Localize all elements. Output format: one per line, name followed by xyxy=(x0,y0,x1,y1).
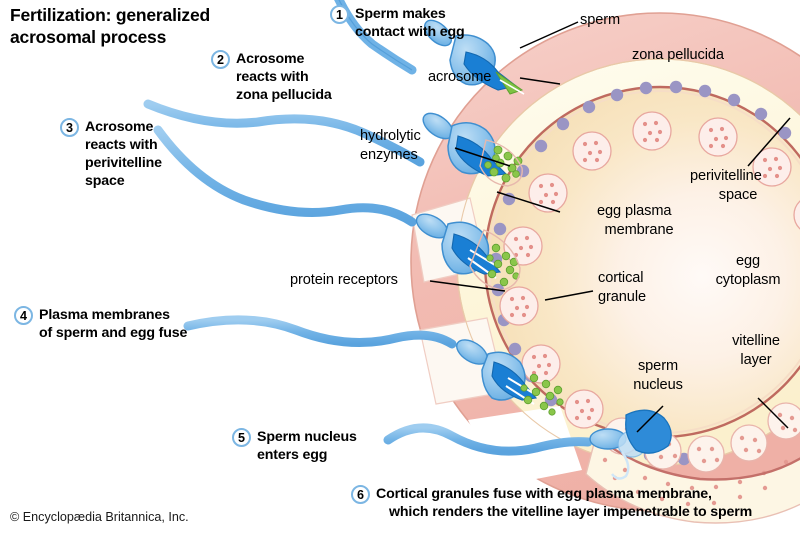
label-hydrolytic-enzymes-line2: enzymes xyxy=(360,147,418,163)
page-title-line2: acrosomal process xyxy=(10,27,167,47)
step-4-number[interactable]: 4 xyxy=(14,306,33,325)
step-4-label-line1: Plasma membranes xyxy=(39,307,170,323)
step-3-label-line1: Acrosome xyxy=(85,119,154,135)
label-vitelline-layer-line2: layer xyxy=(740,352,772,368)
sperm-5-nucleus-entry xyxy=(383,409,672,480)
leader-lines xyxy=(429,21,791,433)
sperm-4-membrane-fusion xyxy=(183,315,564,416)
label-protein-receptors: protein receptors xyxy=(290,272,398,288)
step-5-label-line2: enters egg xyxy=(257,447,328,463)
label-egg-cytoplasm-line1: egg xyxy=(735,253,761,269)
label-perivitelline-space-line2: space xyxy=(718,187,758,203)
copyright-credit: © Encyclopædia Britannica, Inc. xyxy=(10,510,189,524)
step-3-label-line3: perivitelline xyxy=(85,155,162,171)
step-2-label-line1: Acrosome xyxy=(236,51,305,67)
label-sperm-nucleus-line1: sperm xyxy=(637,358,679,374)
label-zona-pellucida: zona pellucida xyxy=(632,47,724,63)
label-cortical-granule-line1: cortical xyxy=(598,270,644,286)
step-1-label-line1: Sperm makes xyxy=(355,6,446,22)
step-2-label-line3: zona pellucida xyxy=(236,87,332,103)
label-vitelline-layer-line1: vitelline xyxy=(732,333,780,349)
step-2-label-line2: reacts with xyxy=(236,69,309,85)
sperm-2-zona-reaction xyxy=(143,99,523,187)
label-sperm-nucleus-line2: nucleus xyxy=(633,377,683,393)
label-hydrolytic-enzymes-line1: hydrolytic xyxy=(360,128,421,144)
label-sperm: sperm xyxy=(580,12,621,28)
step-6-label-line2: which renders the vitelline layer impene… xyxy=(389,504,753,520)
label-acrosome: acrosome xyxy=(428,69,492,85)
step-6-label-line1: Cortical granules fuse with egg plasma m… xyxy=(376,486,712,502)
step-3-label-line4: space xyxy=(85,173,125,189)
step-5-number[interactable]: 5 xyxy=(232,428,251,447)
label-perivitelline-space-line1: perivitelline xyxy=(690,168,762,184)
step-6-number[interactable]: 6 xyxy=(351,485,370,504)
label-egg-plasma-membrane-line2: membrane xyxy=(604,222,674,238)
label-cortical-granule-line2: granule xyxy=(598,289,646,305)
sperm-3-perivitelline-reaction xyxy=(153,125,521,291)
step-3-number[interactable]: 3 xyxy=(60,118,79,137)
label-egg-plasma-membrane-line1: egg plasma xyxy=(597,203,672,219)
step-3-label-line2: reacts with xyxy=(85,137,158,153)
label-egg-cytoplasm-line2: cytoplasm xyxy=(715,272,781,288)
step-1-number[interactable]: 1 xyxy=(330,5,349,24)
step-5-label-line1: Sperm nucleus xyxy=(257,429,357,445)
step-1-label-line2: contact with egg xyxy=(355,24,465,40)
sperm-1-contact xyxy=(334,0,525,95)
vitelline-layer-thickened xyxy=(585,402,800,524)
page-title-line1: Fertilization: generalized xyxy=(10,5,210,25)
step-4-label-line2: of sperm and egg fuse xyxy=(39,325,188,341)
step-2-number[interactable]: 2 xyxy=(211,50,230,69)
